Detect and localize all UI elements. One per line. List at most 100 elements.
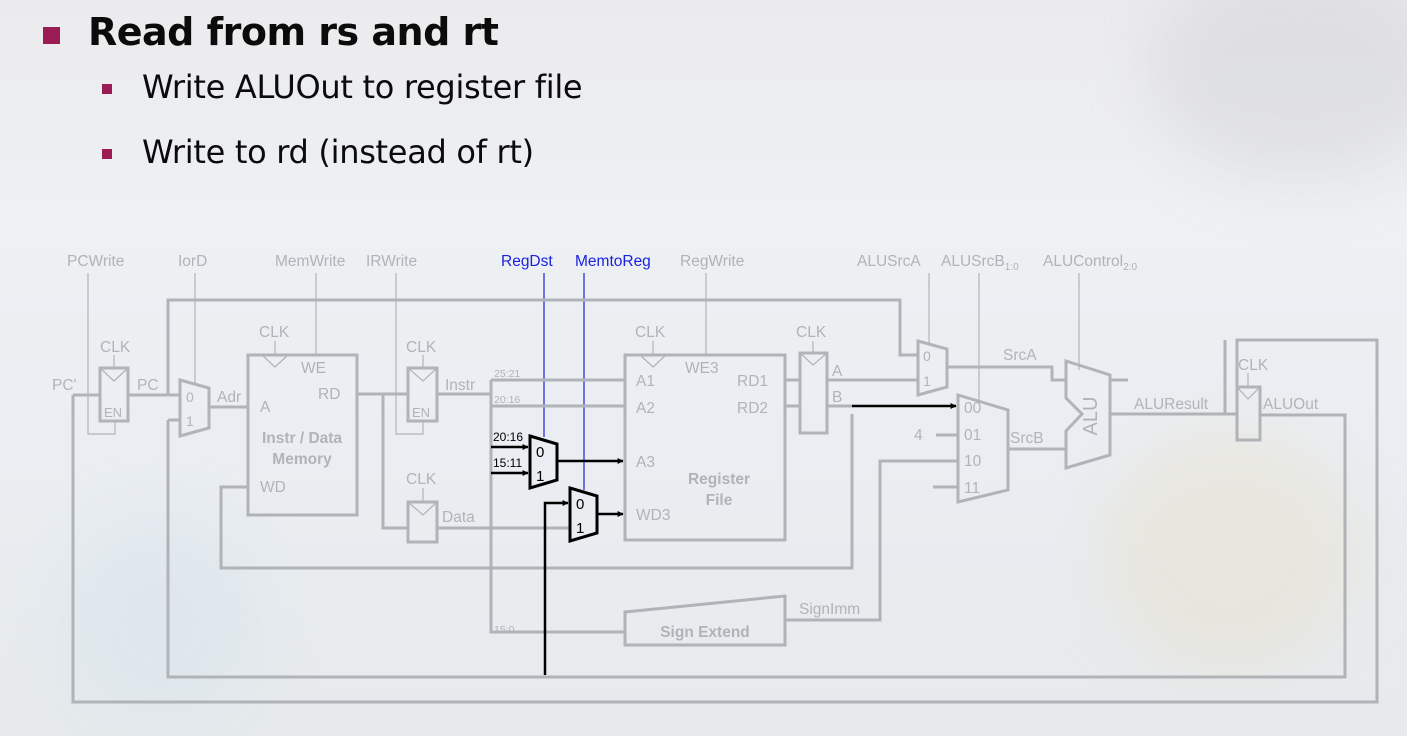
const-4-label: 4: [914, 427, 923, 444]
memory-title: Instr / Data: [262, 430, 342, 447]
alusrcb-signal-label: ALUSrcB1:0: [941, 253, 1019, 273]
irwrite-line: [395, 273, 424, 435]
mem-wd-wire: [219, 414, 854, 570]
bullet-square-icon: [43, 26, 60, 44]
regdst-mux-in0-label: 0: [536, 444, 544, 461]
aluout-feedback-loop: [166, 413, 1347, 679]
sub-bullet-text: Write ALUOut to register file: [142, 68, 583, 106]
sign-extend-label: Sign Extend: [660, 624, 750, 641]
bits-15-0-label: 15:0: [494, 624, 515, 636]
clk-triangle-icon: [99, 367, 129, 382]
memtoreg-mux-in1-label: 1: [576, 520, 584, 537]
alucontrol-name: ALUControl: [1043, 253, 1123, 270]
bits-20-16-label: 20:16: [494, 394, 520, 406]
active-datapath: [491, 403, 957, 675]
iord-signal-label: IorD: [178, 253, 207, 270]
bits-20-16-active-label: 20:16: [493, 430, 523, 444]
memtoreg-signal-label: MemtoReg: [575, 253, 651, 270]
mem-rd-to-data: [381, 394, 408, 530]
en-label: EN: [412, 405, 430, 420]
en-label: EN: [104, 405, 122, 420]
instr-data-memory: [246, 353, 359, 517]
regdst-mux: [528, 433, 559, 491]
sub-bullet: Write ALUOut to register file: [102, 68, 583, 106]
outer-feedback-loop: [71, 338, 1379, 704]
srcb-mux: [956, 392, 1010, 504]
clk-label: CLK: [1238, 357, 1269, 374]
datapath-wires: [71, 298, 1379, 704]
alucontrol-subscript: 2:0: [1123, 262, 1137, 273]
alusrca-signal-label: ALUSrcA: [857, 253, 921, 270]
clk-label: CLK: [635, 324, 666, 341]
clk-label: CLK: [100, 339, 131, 356]
clk-triangle-icon: [639, 354, 667, 368]
rf-a2-label: A2: [636, 400, 655, 417]
bits-15-11-active-label: 15:11: [493, 456, 522, 470]
bullet-main-text: Read from rs and rt: [88, 10, 499, 54]
signimm-label: SignImm: [799, 601, 860, 618]
regwrite-signal-label: RegWrite: [680, 253, 744, 270]
pcwrite-line: [87, 273, 116, 435]
adr-label: Adr: [217, 389, 241, 406]
regdst-mux-in1-label: 1: [536, 468, 544, 485]
register-file-title: File: [706, 492, 733, 509]
clk-label: CLK: [406, 339, 437, 356]
srca-mux-in0-label: 0: [923, 348, 931, 364]
mem-we-label: WE: [301, 360, 326, 377]
memtoreg-mux-in0-label: 0: [576, 496, 584, 513]
rf-rd1-label: RD1: [737, 373, 768, 390]
bits-25-21-label: 25:21: [494, 368, 520, 380]
aluout-register: [1235, 385, 1262, 442]
rf-we3-label: WE3: [685, 360, 719, 377]
sub-bullet-text: Write to rd (instead of rt): [142, 133, 534, 171]
srca-label: SrcA: [1003, 347, 1037, 364]
alucontrol-signal-label: ALUControl2:0: [1043, 253, 1137, 273]
alu: [1064, 358, 1112, 471]
clk-triangle-icon: [261, 354, 289, 368]
pc-top-bus: [166, 298, 918, 395]
rf-a3-label: A3: [636, 454, 655, 471]
register-file-title: Register: [688, 471, 750, 488]
mux-in1-label: 1: [186, 413, 194, 429]
srca-wire: [947, 365, 1066, 382]
bullet-square-icon: [102, 149, 112, 159]
signimm-wire: [785, 459, 958, 622]
mux-in0-label: 0: [186, 389, 194, 405]
memwrite-signal-label: MemWrite: [275, 253, 345, 270]
srcb-in01-label: 01: [964, 427, 981, 444]
alusrcb-name: ALUSrcB: [941, 253, 1005, 270]
srcb-label: SrcB: [1010, 430, 1044, 447]
rf-wd3-label: WD3: [636, 507, 670, 524]
memtoreg-mux: [568, 485, 599, 544]
srca-mux-in1-label: 1: [923, 373, 931, 389]
mem-rd-label: RD: [318, 386, 340, 403]
alu-label: ALU: [1080, 397, 1102, 436]
bullet-main: Read from rs and rt: [43, 10, 499, 54]
data-label: Data: [442, 509, 475, 526]
iord-mux: [178, 378, 211, 438]
aluout-to-memtoreg-arrow: [543, 500, 569, 675]
aluresult-label: ALUResult: [1134, 396, 1209, 413]
data-register: [406, 500, 439, 544]
irwrite-signal-label: IRWrite: [366, 253, 417, 270]
clk-triangle-icon: [407, 367, 438, 382]
reg-b-label: B: [832, 389, 842, 406]
background-art: [1100, 430, 1360, 670]
srcb-in10-label: 10: [964, 453, 982, 470]
pcwrite-signal-label: PCWrite: [67, 253, 124, 270]
sign-extend-unit: [623, 594, 787, 647]
clk-triangle-icon: [799, 352, 828, 366]
aluout-label: ALUOut: [1263, 396, 1319, 413]
instr-label: Instr: [445, 377, 475, 394]
mem-wd-label: WD: [260, 479, 286, 496]
alusrcb-subscript: 1:0: [1005, 262, 1019, 273]
control-lines: [87, 273, 1080, 435]
memory-title: Memory: [272, 451, 332, 468]
regdst-signal-label: RegDst: [501, 253, 553, 270]
sub-bullet: Write to rd (instead of rt): [102, 133, 534, 171]
srca-mux: [916, 339, 949, 397]
pc-label: PC: [137, 377, 159, 394]
instr-bus: [489, 380, 625, 634]
register-file: [623, 353, 787, 542]
